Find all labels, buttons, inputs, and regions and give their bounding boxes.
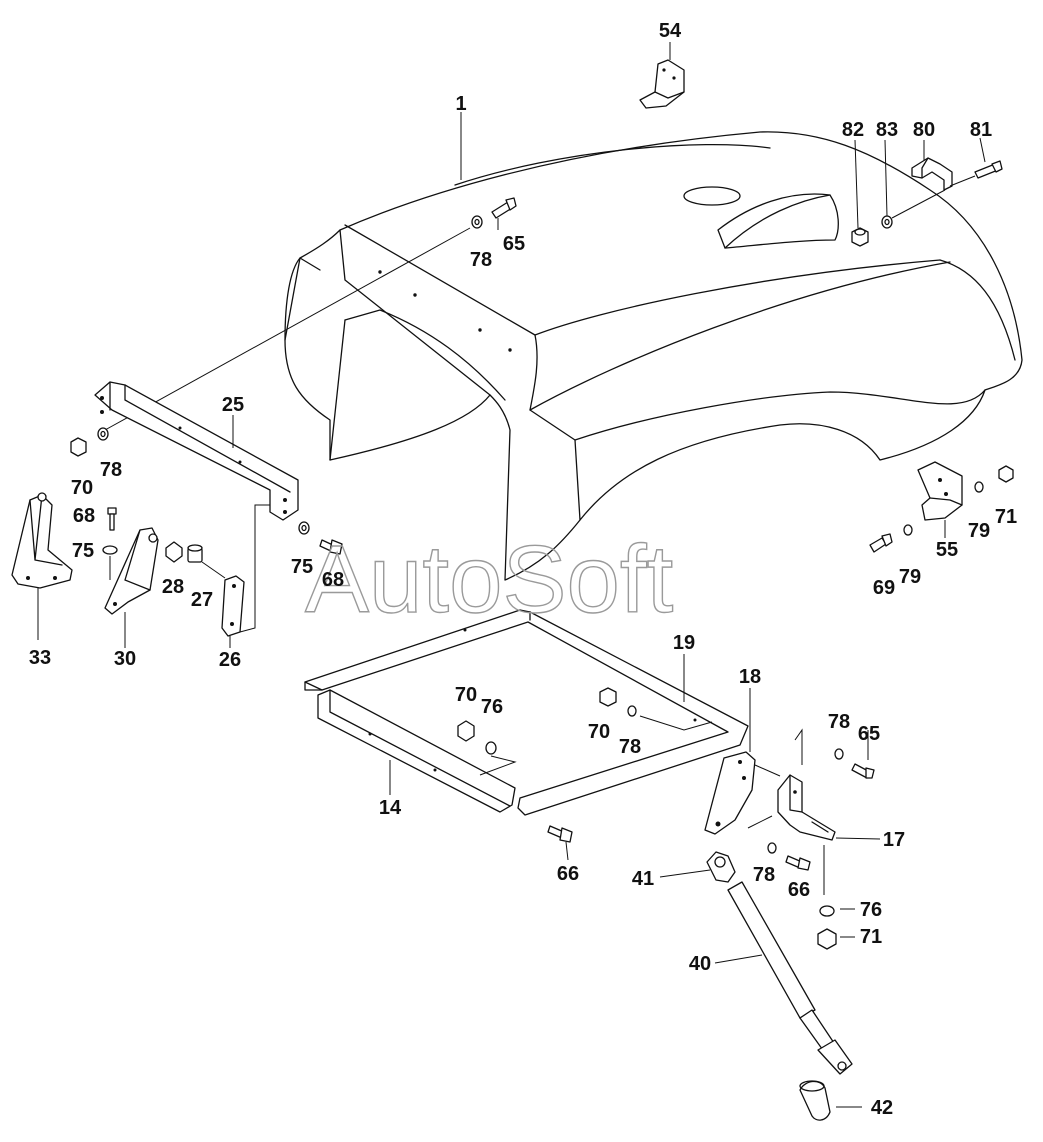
callout-78-right-top: 78 xyxy=(828,711,850,733)
callout-71-right: 71 xyxy=(860,926,882,948)
callout-79-a: 79 xyxy=(968,520,990,542)
callout-33: 33 xyxy=(29,647,51,669)
part-82-nut[interactable] xyxy=(851,227,869,247)
callout-78-top: 78 xyxy=(470,249,492,271)
part-68-bolt-right[interactable] xyxy=(319,539,343,555)
callout-66-lower: 66 xyxy=(557,863,579,885)
part-71-nut-a[interactable] xyxy=(998,465,1014,483)
part-18-plate[interactable] xyxy=(704,751,756,835)
callout-76-mid: 76 xyxy=(481,696,503,718)
part-78-washer-right-low[interactable] xyxy=(767,842,777,854)
callout-labels: 54 1 82 83 80 81 78 65 25 70 78 68 75 28… xyxy=(29,20,1017,1119)
part-75-washer-right[interactable] xyxy=(298,521,310,535)
callout-80: 80 xyxy=(913,119,935,141)
part-69-bolt[interactable] xyxy=(869,533,893,553)
callout-71-a: 71 xyxy=(995,506,1017,528)
part-55-bracket[interactable] xyxy=(917,461,963,521)
part-65-bolt-right[interactable] xyxy=(851,763,875,779)
part-78-washer-right-top[interactable] xyxy=(834,748,844,760)
callout-28: 28 xyxy=(162,576,184,598)
part-19-frame[interactable] xyxy=(304,609,749,816)
part-70-nut-right[interactable] xyxy=(599,687,617,707)
callout-30: 30 xyxy=(114,648,136,670)
callout-66-right: 66 xyxy=(788,879,810,901)
part-30-mount[interactable] xyxy=(104,527,159,615)
part-66-bolt-right[interactable] xyxy=(785,855,811,871)
callout-68-left: 68 xyxy=(73,505,95,527)
part-42-pin[interactable] xyxy=(799,1080,831,1121)
part-54-bracket[interactable] xyxy=(639,59,685,109)
part-75-washer-left[interactable] xyxy=(102,545,118,555)
callout-78-right-low: 78 xyxy=(753,864,775,886)
leader-lines xyxy=(37,42,986,1108)
part-70-nut-left[interactable] xyxy=(70,437,87,457)
part-78-washer-mid[interactable] xyxy=(627,705,637,717)
part-65-bolt-top[interactable] xyxy=(491,197,517,219)
callout-65-right: 65 xyxy=(858,723,880,745)
callout-75-left: 75 xyxy=(72,540,94,562)
callout-70-left: 70 xyxy=(71,477,93,499)
callout-19: 19 xyxy=(673,632,695,654)
callout-83: 83 xyxy=(876,119,898,141)
callout-65-top: 65 xyxy=(503,233,525,255)
part-40-gas-strut[interactable] xyxy=(727,881,853,1075)
part-79-washer-a[interactable] xyxy=(974,481,984,493)
part-83-washer[interactable] xyxy=(881,215,893,229)
callout-54: 54 xyxy=(659,20,682,42)
part-78-washer-left[interactable] xyxy=(97,427,109,441)
callout-78-left: 78 xyxy=(100,459,122,481)
part-25-long-bracket[interactable] xyxy=(94,381,299,521)
part-27-spacer[interactable] xyxy=(187,544,203,563)
callout-18: 18 xyxy=(739,666,761,688)
callout-70-right: 70 xyxy=(588,721,610,743)
callout-1: 1 xyxy=(455,93,466,115)
callout-25: 25 xyxy=(222,394,244,416)
callout-42: 42 xyxy=(871,1097,893,1119)
callout-40: 40 xyxy=(689,953,711,975)
callout-75-right: 75 xyxy=(291,556,313,578)
callout-81: 81 xyxy=(970,119,992,141)
callout-26: 26 xyxy=(219,649,241,671)
part-78-washer-top[interactable] xyxy=(471,215,483,229)
part-70-nut-mid[interactable] xyxy=(457,720,475,742)
callout-68-right: 68 xyxy=(322,569,344,591)
part-41-strut-end[interactable] xyxy=(706,851,736,883)
part-1-hood[interactable] xyxy=(284,131,1023,581)
part-14-frame-side[interactable] xyxy=(317,689,516,813)
part-81-bolt[interactable] xyxy=(974,160,1003,179)
callout-82: 82 xyxy=(842,119,864,141)
part-68-bolt-left[interactable] xyxy=(107,507,117,531)
part-26-link[interactable] xyxy=(221,575,245,637)
callout-76-right: 76 xyxy=(860,899,882,921)
part-66-bolt-lower[interactable] xyxy=(547,825,573,843)
callout-27: 27 xyxy=(191,589,213,611)
callout-70-mid: 70 xyxy=(455,684,477,706)
watermark-text: AutoSoft xyxy=(305,526,673,633)
callout-14: 14 xyxy=(379,797,402,819)
callout-41: 41 xyxy=(632,868,654,890)
callout-78-mid: 78 xyxy=(619,736,641,758)
part-79-washer-b[interactable] xyxy=(903,524,913,536)
part-76-washer-right[interactable] xyxy=(819,905,835,917)
callout-17: 17 xyxy=(883,829,905,851)
part-71-nut-right[interactable] xyxy=(817,928,837,950)
callout-69: 69 xyxy=(873,577,895,599)
part-76-washer-mid[interactable] xyxy=(485,741,497,755)
callout-55: 55 xyxy=(936,539,958,561)
part-28-bushing[interactable] xyxy=(165,541,183,563)
part-33-mount[interactable] xyxy=(11,492,73,589)
part-17-bracket[interactable] xyxy=(777,774,836,841)
callout-79-b: 79 xyxy=(899,566,921,588)
